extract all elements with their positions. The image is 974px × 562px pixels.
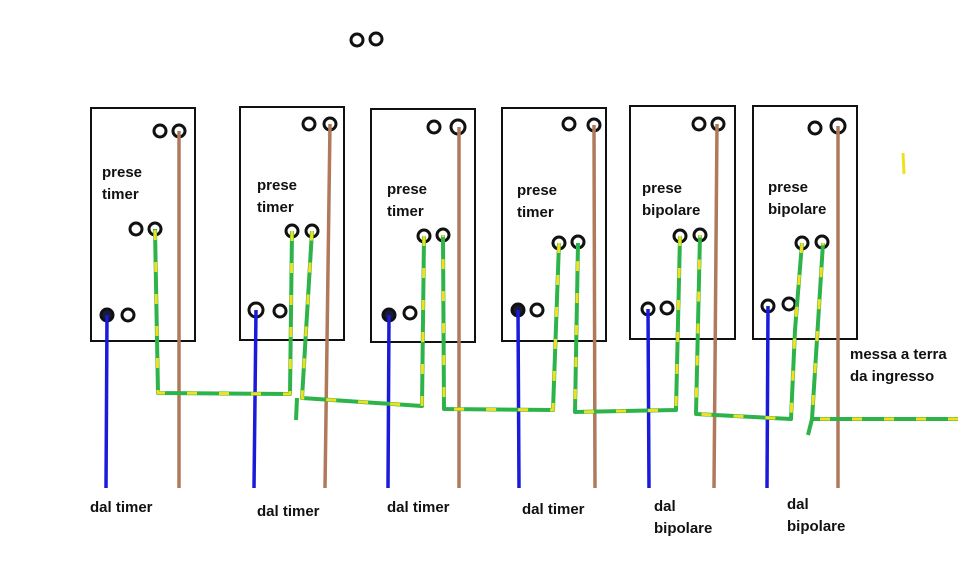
socket-box-6 — [752, 105, 858, 340]
socket-box-4 — [501, 107, 607, 342]
spare-terminals — [349, 31, 384, 48]
source-label-2: dal timer — [257, 503, 320, 520]
socket-box-5 — [629, 105, 736, 340]
neutral-wires — [104, 305, 770, 489]
phase-wires — [177, 123, 840, 489]
source-label-3: dal timer — [387, 499, 450, 516]
source-label-1: dal timer — [90, 499, 153, 516]
source-label-4: dal timer — [522, 501, 585, 518]
ground-wire — [153, 152, 958, 436]
socket-box-1 — [90, 107, 196, 342]
